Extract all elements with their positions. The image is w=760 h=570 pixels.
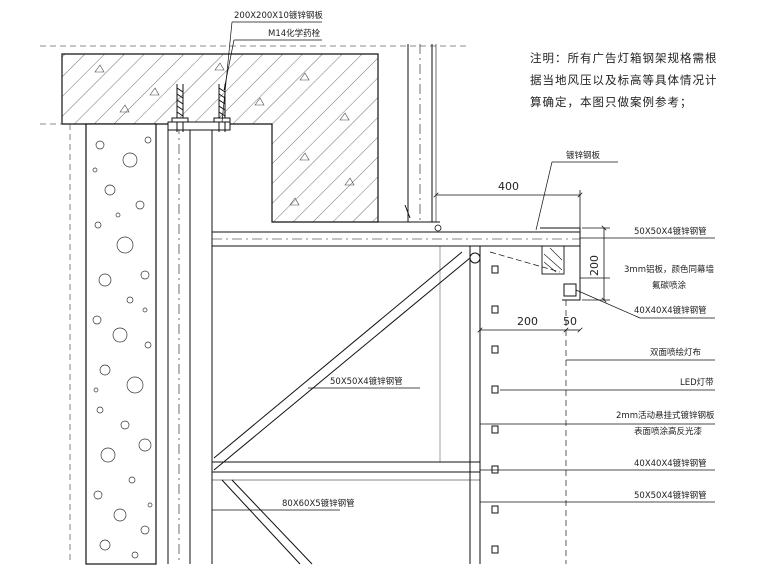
label-led: LED灯带 [680, 377, 714, 388]
note-line-3: 算确定，本图只做案例参考； [530, 95, 693, 109]
led-lamps [491, 265, 499, 554]
dim-200-vertical-text: 200 [588, 255, 601, 276]
label-galv-plate: 镀锌钢板 [566, 150, 601, 161]
label-tube-80x60: 80X60X5镀锌钢管 [282, 498, 355, 509]
label-plate-2mm-1: 2mm活动悬挂式镀锌钢板 [616, 410, 715, 421]
leader-lines [212, 21, 715, 511]
label-anchor-bolt: M14化学药栓 [268, 28, 321, 39]
chemical-anchor-left [171, 84, 189, 132]
label-tube-40-top: 40X40X4镀锌钢管 [634, 305, 707, 316]
label-tube-50-diag: 50X50X4镀锌钢管 [330, 376, 403, 387]
curtain-wall-mullion [376, 44, 442, 232]
label-plate-2mm-2: 表面喷涂高反光漆 [634, 426, 703, 437]
label-tube-50-bottom: 50X50X4镀锌钢管 [634, 490, 707, 501]
aluminum-cap [489, 227, 581, 301]
dim-400 [433, 190, 583, 228]
label-al-panel-2: 氟碳喷涂 [652, 280, 687, 291]
vertical-steel-post [167, 124, 213, 564]
base-plate [167, 121, 231, 131]
concrete-slab [40, 45, 470, 223]
label-tube-50-top: 50X50X4镀锌钢管 [634, 226, 707, 237]
label-plate-top: 200X200X10镀锌钢板 [234, 10, 323, 21]
label-tube-40-bottom: 40X40X4镀锌钢管 [634, 458, 707, 469]
masonry-column [69, 123, 157, 565]
horizontal-top-tube [212, 231, 580, 247]
note-line-2: 据当地风压以及标高等具体情况计 [530, 73, 718, 87]
note-line-1: 注明：所有广告灯箱钢架规格需根 [530, 51, 718, 65]
dim-200-horizontal-text: 200 [517, 315, 538, 328]
label-lightbox-fabric: 双面喷绘灯布 [650, 347, 701, 358]
dim-200-vertical [582, 225, 610, 303]
lightbox-frame [212, 246, 481, 565]
label-al-panel-1: 3mm铝板，颜色同幕墙 [624, 264, 714, 275]
dim-400-text: 400 [498, 180, 519, 193]
dim-50-text: 50 [563, 315, 577, 328]
